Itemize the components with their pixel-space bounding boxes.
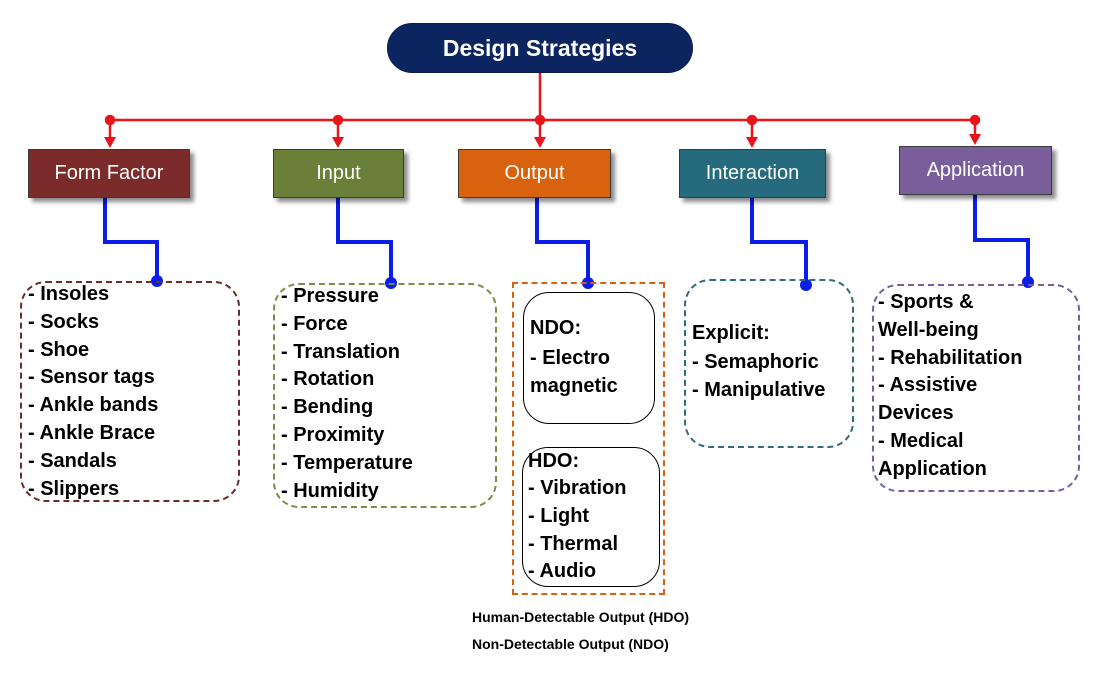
hdo-box [522, 447, 660, 587]
arrowhead-application [969, 134, 981, 145]
list-item: - Temperature [281, 451, 413, 474]
list-item: - Slippers [28, 477, 120, 500]
list-item: - Ankle bands [28, 394, 159, 417]
list-item: - Vibration [528, 477, 627, 499]
interaction-heading: Explicit: [692, 322, 770, 344]
arrowhead-input [332, 137, 344, 148]
list-item: - Manipulative [692, 378, 826, 401]
list-item: Devices [878, 402, 954, 425]
list-item: - Rotation [281, 368, 375, 391]
arrowhead-interaction [746, 137, 758, 148]
junction-dot-output [534, 114, 546, 126]
elbow-form-factor [103, 198, 159, 281]
output-list-box [512, 282, 665, 595]
list-item: - Humidity [281, 479, 379, 502]
list-item: - Thermal [528, 532, 619, 555]
interaction-list-box [684, 279, 854, 448]
junction-dot-form-factor [104, 114, 116, 126]
list-item: - Sports & [878, 291, 974, 313]
list-item: - Insoles [28, 283, 110, 305]
arrowhead-form-factor [104, 137, 116, 148]
list-item: - Socks [28, 310, 100, 333]
list-item: - Force [281, 312, 348, 335]
form-factor-list-box [20, 281, 240, 502]
ndo-box [523, 292, 655, 424]
list-item: - Proximity [281, 423, 385, 446]
list-item: - Assistive [878, 374, 978, 397]
category-output: Output [458, 149, 611, 198]
list-item: - Shoe [28, 338, 90, 361]
category-application: Application [899, 146, 1052, 195]
arrowhead-output [534, 137, 546, 148]
elbow-interaction [750, 198, 808, 285]
list-item: - Bending [281, 396, 374, 419]
list-item: - Sensor tags [28, 366, 155, 389]
list-item: - Audio [528, 560, 597, 583]
ndo-heading: NDO: [530, 317, 582, 339]
input-list: - Pressure - Force - Translation - Rotat… [281, 283, 413, 505]
list-item: - Translation [281, 340, 400, 363]
endpoint-dot-interaction [800, 279, 812, 291]
elbow-input [336, 198, 393, 283]
top-connectors [104, 73, 981, 148]
blue-connectors [103, 195, 1030, 285]
list-item: - Medical [878, 429, 964, 452]
category-interaction: Interaction [679, 149, 826, 198]
input-list-box [273, 283, 497, 508]
list-item: - Electro [530, 347, 611, 369]
list-item: - Pressure [281, 285, 379, 307]
list-item: - Light [528, 504, 590, 527]
ndo-list: - Electro magnetic [530, 345, 618, 401]
junction-dot-interaction [746, 114, 758, 126]
junction-dot-input [332, 114, 344, 126]
list-item: magnetic [530, 374, 618, 397]
list-item: - Semaphoric [692, 351, 819, 373]
caption-hdo: Human-Detectable Output (HDO) [472, 609, 689, 625]
junction-dot-application [969, 114, 981, 126]
list-item: - Rehabilitation [878, 346, 1023, 369]
hdo-heading: HDO: [528, 450, 580, 472]
root-node-title: Design Strategies [387, 23, 693, 73]
application-list-box [872, 284, 1080, 492]
list-item: - Ankle Brace [28, 421, 156, 444]
list-item: Application [878, 457, 987, 480]
hdo-list: - Vibration - Light - Thermal - Audio [528, 475, 627, 586]
list-item: - Sandals [28, 449, 117, 472]
elbow-application [973, 195, 1030, 282]
category-form-factor: Form Factor [28, 149, 190, 198]
interaction-list: - Semaphoric - Manipulative [692, 349, 825, 405]
application-list: - Sports & Well-being - Rehabilitation -… [878, 289, 1022, 484]
elbow-output [535, 198, 590, 283]
list-item: Well-being [878, 318, 979, 341]
form-factor-list: - Insoles - Socks - Shoe - Sensor tags -… [28, 281, 158, 503]
category-input: Input [273, 149, 404, 198]
caption-ndo: Non-Detectable Output (NDO) [472, 636, 669, 652]
